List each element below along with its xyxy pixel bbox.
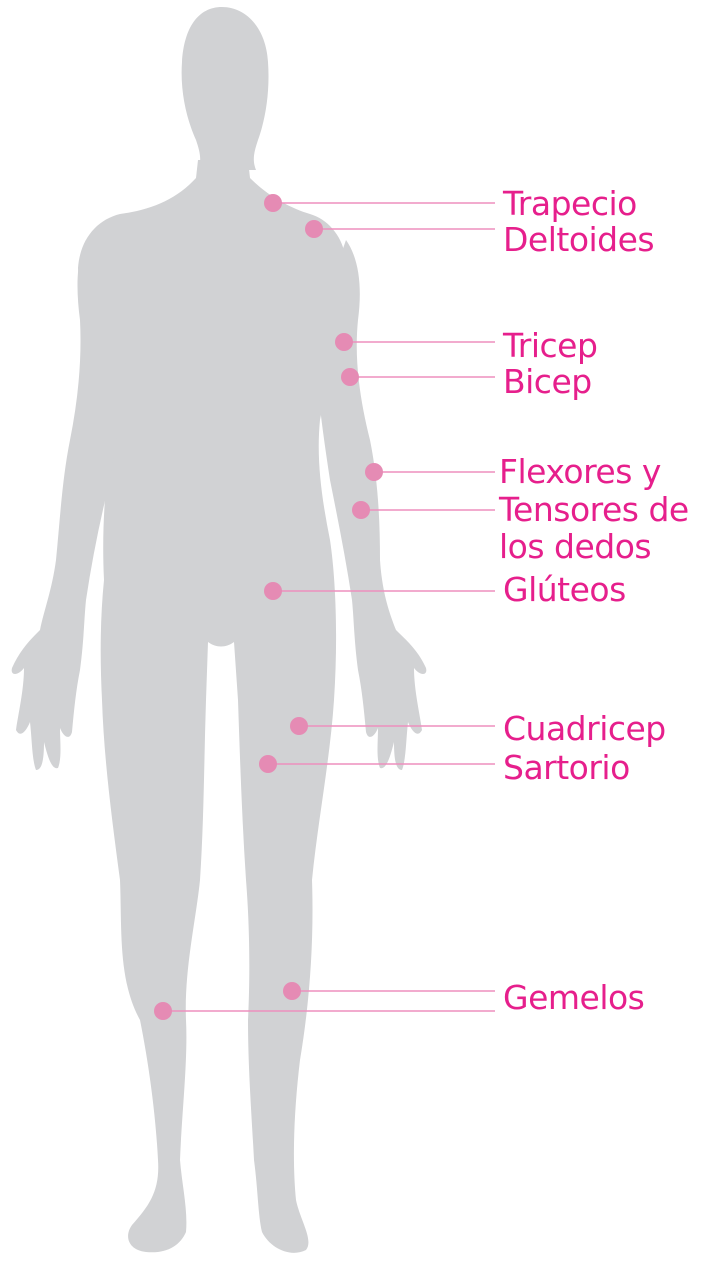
label-gluteos: Glúteos <box>503 572 626 608</box>
marker-tensores <box>352 501 370 519</box>
marker-deltoides <box>305 220 323 238</box>
label-flexores-line-3: los dedos <box>499 529 651 565</box>
marker-flexores <box>365 463 383 481</box>
marker-cuadricep <box>290 717 308 735</box>
label-bicep: Bicep <box>503 364 592 400</box>
marker-bicep <box>341 368 359 386</box>
label-gemelos: Gemelos <box>503 980 644 1016</box>
marker-gemelos-1 <box>283 982 301 1000</box>
label-sartorio: Sartorio <box>503 750 630 786</box>
marker-tricep <box>335 333 353 351</box>
label-trapecio: Trapecio <box>503 186 637 222</box>
marker-gemelos-2 <box>154 1002 172 1020</box>
human-silhouette <box>12 7 427 1253</box>
label-cuadricep: Cuadricep <box>503 711 666 747</box>
silhouette-head <box>182 7 269 170</box>
marker-sartorio <box>259 755 277 773</box>
marker-trapecio <box>264 194 282 212</box>
marker-gluteos <box>264 582 282 600</box>
label-tricep: Tricep <box>503 328 597 364</box>
label-deltoides: Deltoides <box>503 222 654 258</box>
label-flexores-line-2: Tensores de <box>499 492 689 528</box>
label-flexores-line-1: Flexores y <box>499 454 661 490</box>
